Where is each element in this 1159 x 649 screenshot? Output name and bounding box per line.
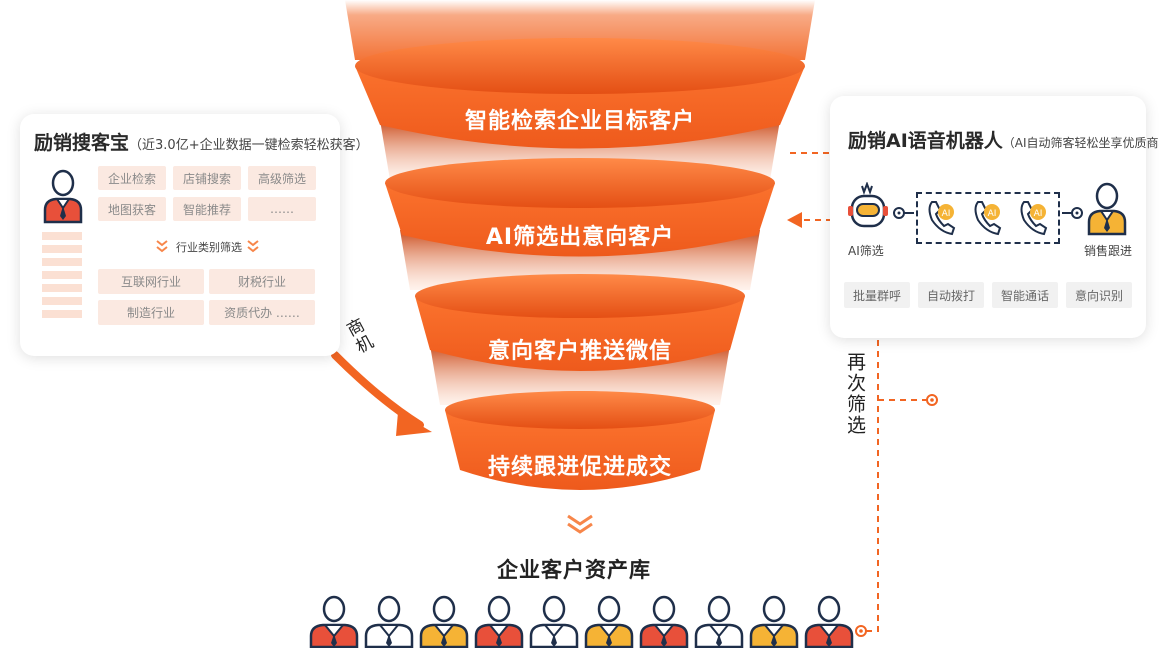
funnel-stage-3-top xyxy=(415,274,745,318)
funnel-stage-2-label: AI筛选出意向客户 xyxy=(485,225,675,250)
sales-connector xyxy=(1062,207,1083,219)
funnel-stage-1-label: 智能检索企业目标客户 xyxy=(464,109,695,134)
customer-person-icon xyxy=(529,595,579,648)
right-card: 励销AI语音机器人（AI自动筛客轻松坐享优质商机） AI筛选 AI AI AI xyxy=(830,96,1159,338)
chevron-down-icon xyxy=(567,514,593,534)
customer-person-icon xyxy=(584,595,634,648)
left-card-title-main: 励销搜客宝 xyxy=(34,132,130,154)
left-card-title: 励销搜客宝（近3.0亿+企业数据一键检索轻松获客） xyxy=(34,128,369,155)
refilter-node-bottom-inner xyxy=(859,629,863,633)
customer-person-icon xyxy=(309,595,359,648)
customer-person-icon xyxy=(804,595,854,648)
funnel-stage-2-top xyxy=(385,158,775,208)
funnel-stage-3-label: 意向客户推送微信 xyxy=(487,339,672,364)
double-chevron-icon xyxy=(156,240,168,253)
phone-ai-icon: AI xyxy=(1020,201,1048,236)
feature-batch-call: 批量群呼 xyxy=(844,282,910,308)
people-row xyxy=(308,594,854,648)
robot-icon xyxy=(848,182,888,228)
left-card-subtitle: （近3.0亿+企业数据一键检索轻松获客） xyxy=(129,138,369,153)
funnel-stage-4-label: 持续跟进促进成交 xyxy=(487,455,672,480)
feature-smart-call: 智能通话 xyxy=(992,282,1058,308)
dashed-arrow-head xyxy=(787,212,802,228)
customer-person-icon xyxy=(694,595,744,648)
curved-arrow-head xyxy=(396,412,432,436)
right-card-subtitle: （AI自动筛客轻松坐享优质商机） xyxy=(1002,136,1159,150)
industry-tag-manufacturing: 制造行业 xyxy=(98,300,204,325)
tag-map-leads: 地图获客 xyxy=(98,197,166,221)
tag-more: …… xyxy=(248,197,316,221)
funnel-stage-4-top xyxy=(445,391,715,429)
industry-filter-label: 行业类别筛选 xyxy=(176,241,242,254)
customer-person-icon xyxy=(474,595,524,648)
funnel-stage-1-top xyxy=(355,38,805,94)
tag-shop-search: 店铺搜索 xyxy=(173,166,241,190)
asset-library-title: 企业客户资产库 xyxy=(497,558,651,582)
industry-tag-internet: 互联网行业 xyxy=(98,269,204,294)
person-icon xyxy=(43,169,83,224)
phone-ai-icon: AI xyxy=(974,201,1002,236)
feature-intent-recognition: 意向识别 xyxy=(1066,282,1132,308)
ai-badge-1: AI xyxy=(942,209,951,219)
industry-tag-qualification: 资质代办 …… xyxy=(209,300,315,325)
curved-arrow xyxy=(331,351,424,429)
double-chevron-icon xyxy=(247,240,259,253)
robot-label: AI筛选 xyxy=(848,244,884,258)
left-card: 励销搜客宝（近3.0亿+企业数据一键检索轻松获客） 企业检索 店铺搜索 高级筛选… xyxy=(20,114,369,356)
robot-connector xyxy=(893,207,914,219)
phone-ai-icon: AI xyxy=(928,201,956,236)
list-stripes xyxy=(42,232,82,323)
feature-auto-dial: 自动拨打 xyxy=(918,282,984,308)
sales-label: 销售跟进 xyxy=(1084,244,1133,258)
ai-call-box xyxy=(916,192,1060,244)
ai-badge-3: AI xyxy=(1034,209,1043,219)
industry-tag-tax: 财税行业 xyxy=(209,269,315,294)
refilter-line xyxy=(862,340,879,632)
tag-smart-recommend: 智能推荐 xyxy=(173,197,241,221)
customer-person-icon xyxy=(749,595,799,648)
customer-person-icon xyxy=(364,595,414,648)
refilter-node-top-inner xyxy=(930,398,934,402)
salesperson-icon xyxy=(1087,182,1127,236)
right-card-title-main: 励销AI语音机器人 xyxy=(848,130,1003,152)
tag-advanced-filter: 高级筛选 xyxy=(248,166,316,190)
tag-enterprise-search: 企业检索 xyxy=(98,166,166,190)
ai-badge-2: AI xyxy=(988,209,997,219)
refilter-label: 再次筛选 xyxy=(844,352,866,436)
customer-person-icon xyxy=(419,595,469,648)
customer-person-icon xyxy=(639,595,689,648)
right-card-title: 励销AI语音机器人（AI自动筛客轻松坐享优质商机） xyxy=(848,126,1159,153)
